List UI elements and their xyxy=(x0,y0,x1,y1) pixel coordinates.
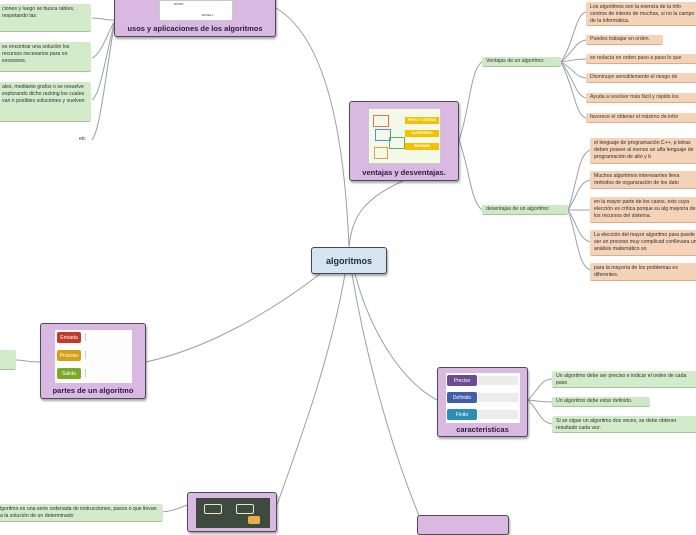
link-pro-2 xyxy=(560,39,587,63)
node-caracteristicas[interactable]: Preciso Definido Finito caracteristicas xyxy=(437,367,528,437)
node-usos-aplicaciones[interactable]: ETAPA EXCELL usos y aplicaciones de los … xyxy=(114,0,276,37)
thumb-label-1: PROS Y CONTRAS xyxy=(405,117,439,124)
caracteristica-item-2[interactable]: Un algoritmo debe estar definido. xyxy=(552,397,650,407)
partes-row-salida: Salida xyxy=(57,368,81,379)
root-label: algoritmos xyxy=(325,255,372,266)
link-root-bottom-right xyxy=(351,273,421,519)
link-root-caracteristicas xyxy=(354,273,438,401)
link-con-1 xyxy=(567,149,591,211)
usos-note-2[interactable]: es encontrar una solución los recursos n… xyxy=(0,42,91,72)
caracteristica-item-1[interactable]: Un algoritmo debe ser preciso e indicar … xyxy=(552,371,696,388)
link-pro-4 xyxy=(560,61,587,79)
node-partes-title: partes de un algoritmo xyxy=(52,386,134,395)
link-bottom-note xyxy=(159,504,188,513)
partes-row-entrada: Entrada xyxy=(57,332,81,343)
link-root-partes xyxy=(145,273,321,363)
usos-thumbnail: ETAPA EXCELL xyxy=(159,0,233,21)
node-bottom-right[interactable] xyxy=(417,515,509,535)
thumb-box-1 xyxy=(373,115,389,127)
link-ventajas-contras xyxy=(458,139,483,211)
car-row-preciso: Preciso xyxy=(447,375,477,386)
node-ventajas-title: ventajas y desventajas. xyxy=(362,168,446,177)
ventaja-item-4[interactable]: Disminuye sensiblemente el riesgo de xyxy=(586,73,696,83)
ventaja-item-2[interactable]: Puedes trabajar en orden. xyxy=(586,35,663,45)
link-pro-3 xyxy=(560,58,587,63)
partes-left-note[interactable] xyxy=(0,350,16,370)
node-caracteristicas-title: caracteristicas xyxy=(456,425,509,434)
link-car-3 xyxy=(527,399,553,425)
caracteristicas-thumbnail: Preciso Definido Finito xyxy=(446,373,520,423)
etc-label[interactable]: etc xyxy=(79,136,86,142)
link-pro-5 xyxy=(560,61,587,99)
root-topic[interactable]: algoritmos xyxy=(311,247,387,274)
desventaja-item-5[interactable]: para la mayoría de los problemas ex dife… xyxy=(590,263,696,281)
thumb-box-3 xyxy=(389,137,405,149)
flow-box-1 xyxy=(204,504,222,514)
link-con-4 xyxy=(567,209,591,243)
caracteristica-item-3[interactable]: Si se sigue un algoritmo dos veces, se d… xyxy=(552,416,696,433)
ventaja-item-3[interactable]: se redacta en orden paso a paso lo que xyxy=(586,54,696,64)
car-row-definido: Definido xyxy=(447,392,477,403)
thumb-box-2 xyxy=(375,129,391,141)
link-usos-1 xyxy=(91,17,115,21)
link-usos-3 xyxy=(91,23,115,101)
partes-row-desc-1 xyxy=(85,333,130,341)
node-usos-title: usos y aplicaciones de los algoritmos xyxy=(127,24,263,33)
car-row-finito: Finito xyxy=(447,409,477,420)
ventajas-thumbnail: PROS Y CONTRAS ALGORITMOS RESUMEN xyxy=(368,108,441,164)
ventaja-item-5[interactable]: Ayuda a resolver más fácil y rápido los xyxy=(586,93,696,103)
usos-thumb-text-2: EXCELL xyxy=(202,13,214,17)
flow-box-2 xyxy=(236,504,254,514)
ventaja-item-6[interactable]: favorece el obtener el máximo de infor xyxy=(586,113,696,123)
ventaja-item-1[interactable]: Los algoritmos son la esencia de la info… xyxy=(586,2,696,26)
car-row-desc-2 xyxy=(478,393,518,402)
link-con-5 xyxy=(567,209,591,271)
link-root-ventajas xyxy=(348,180,404,248)
link-pro-6 xyxy=(560,61,587,119)
usos-note-1[interactable]: ciones y luego se busca rables, respetan… xyxy=(0,4,91,32)
car-row-desc-1 xyxy=(478,376,518,385)
desventaja-item-3[interactable]: en la mayor parte de los casos, exis cuy… xyxy=(590,197,696,223)
connector-lines xyxy=(15,7,591,519)
desventaja-item-2[interactable]: Muchos algoritmos interesantes lleva mét… xyxy=(590,171,696,189)
thumb-label-3: RESUMEN xyxy=(405,143,439,150)
link-root-usos xyxy=(275,7,350,248)
thumb-label-2: ALGORITMOS xyxy=(405,130,439,137)
link-pro-1 xyxy=(560,11,587,63)
usos-note-3[interactable]: ales, mediante grafos o se resuelve expl… xyxy=(0,82,91,122)
link-ventajas-pros xyxy=(458,61,483,141)
ventajas-branch-label[interactable]: Ventajas de un algoritmo: xyxy=(482,57,561,67)
partes-row-desc-2 xyxy=(85,351,130,359)
node-bottom-left[interactable] xyxy=(187,492,277,532)
bottom-definition-note[interactable]: lgoritmo es una serie ordenada de instru… xyxy=(0,504,163,522)
link-con-2 xyxy=(567,179,591,211)
partes-row-proceso: Proceso xyxy=(57,350,81,361)
link-car-2 xyxy=(527,399,553,403)
link-partes-left xyxy=(15,359,41,363)
node-partes-algoritmo[interactable]: Entrada Proceso Salida partes de un algo… xyxy=(40,323,146,399)
partes-thumbnail: Entrada Proceso Salida xyxy=(55,330,132,383)
flow-box-3 xyxy=(248,516,260,524)
link-root-bottom-left xyxy=(276,273,346,506)
link-usos-2 xyxy=(91,21,115,59)
bottom-left-thumbnail xyxy=(196,498,270,528)
car-row-desc-3 xyxy=(478,410,518,419)
link-car-1 xyxy=(527,378,553,401)
usos-thumb-text-1: ETAPA xyxy=(174,2,184,6)
desventajas-branch-label[interactable]: desentajas de un algoritmo: xyxy=(482,205,568,215)
desventaja-item-1[interactable]: el lenguaje de programación C++, p letra… xyxy=(590,138,696,164)
partes-row-desc-3 xyxy=(85,369,130,377)
thumb-box-4 xyxy=(374,147,388,159)
node-ventajas-desventajas[interactable]: PROS Y CONTRAS ALGORITMOS RESUMEN ventaj… xyxy=(349,101,459,181)
desventaja-item-4[interactable]: La elección del mayor algoritmo para pue… xyxy=(590,230,696,256)
link-usos-4 xyxy=(91,25,115,141)
